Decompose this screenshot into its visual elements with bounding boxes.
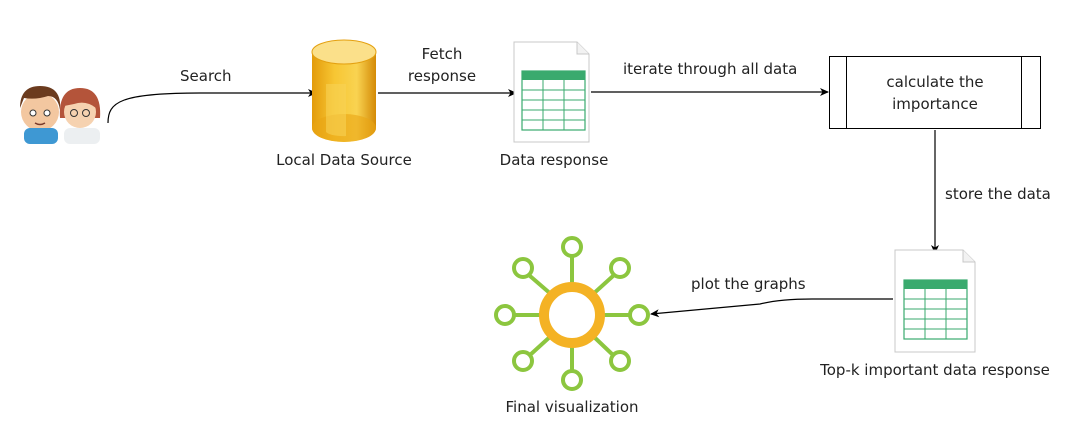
edge-plot — [650, 298, 893, 318]
node-label-local-data-source: Local Data Source — [276, 151, 412, 169]
node-label-final-visualization: Final visualization — [505, 398, 639, 416]
edge-search — [107, 89, 317, 124]
spreadsheet-document-icon-topk — [894, 249, 976, 353]
edge-label-store: store the data — [945, 185, 1051, 203]
users-icon — [20, 86, 101, 144]
node-label-topk-response: Top-k important data response — [820, 361, 1050, 379]
process-label-line1: calculate the — [886, 73, 984, 91]
edge-label-iterate: iterate through all data — [623, 60, 798, 78]
edge-label-fetch: Fetch — [421, 45, 463, 63]
process-label-line2: importance — [892, 95, 978, 113]
edge-label-fetch-line2: response — [407, 67, 477, 85]
node-label-data-response: Data response — [499, 151, 609, 169]
edge-label-plot: plot the graphs — [691, 275, 806, 293]
process-label: calculate the importance — [830, 71, 1040, 115]
process-calculate-importance: calculate the importance — [829, 56, 1041, 129]
database-icon — [311, 39, 377, 142]
edge-label-search: Search — [180, 67, 232, 85]
spreadsheet-document-icon — [513, 41, 590, 143]
network-hub-icon — [494, 236, 650, 391]
